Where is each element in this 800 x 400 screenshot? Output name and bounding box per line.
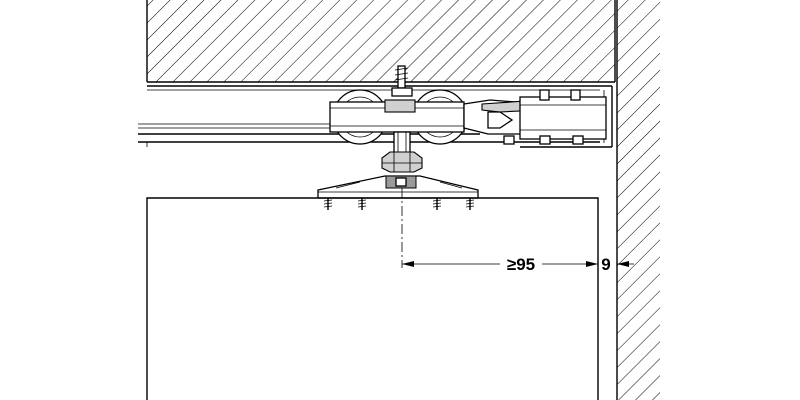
wall-gap-dimension (617, 261, 634, 267)
door-panel (146, 197, 599, 400)
ceiling-hatch (146, 0, 616, 83)
screw-icon (323, 198, 333, 210)
top-bolt-icon (391, 65, 413, 97)
screw-icon (432, 198, 442, 210)
screw-icon (465, 198, 475, 210)
screw-icon (357, 198, 367, 210)
wall-hatch (616, 0, 660, 400)
soft-close-damper (463, 89, 607, 145)
hex-nut-icon (381, 151, 423, 173)
suspension-bolt (393, 131, 411, 157)
clearance-dimension (402, 261, 598, 267)
mounting-plate (317, 175, 479, 199)
clearance-dimension-label: ≥95 (507, 255, 535, 274)
trolley-body (329, 99, 465, 133)
wall-gap-dimension-label: 9 (601, 255, 610, 274)
